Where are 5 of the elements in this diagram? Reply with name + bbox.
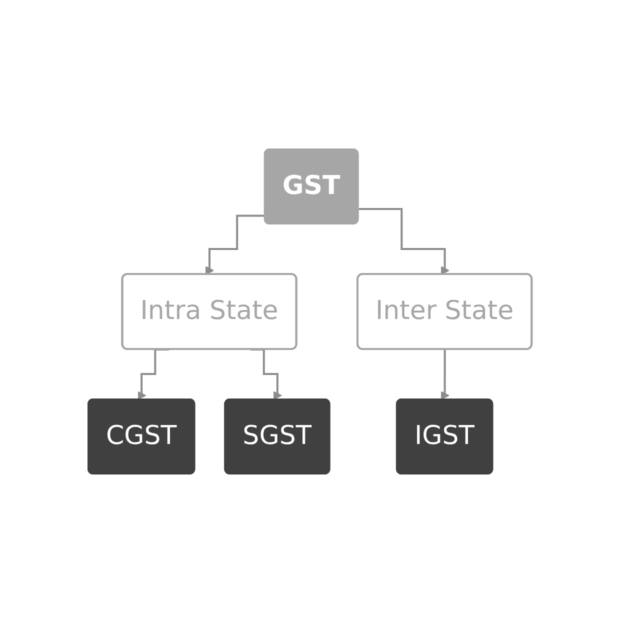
arrow	[137, 348, 169, 400]
arrow	[440, 348, 450, 400]
arrow	[250, 348, 282, 400]
arrow	[358, 208, 450, 275]
arrow	[204, 214, 265, 275]
